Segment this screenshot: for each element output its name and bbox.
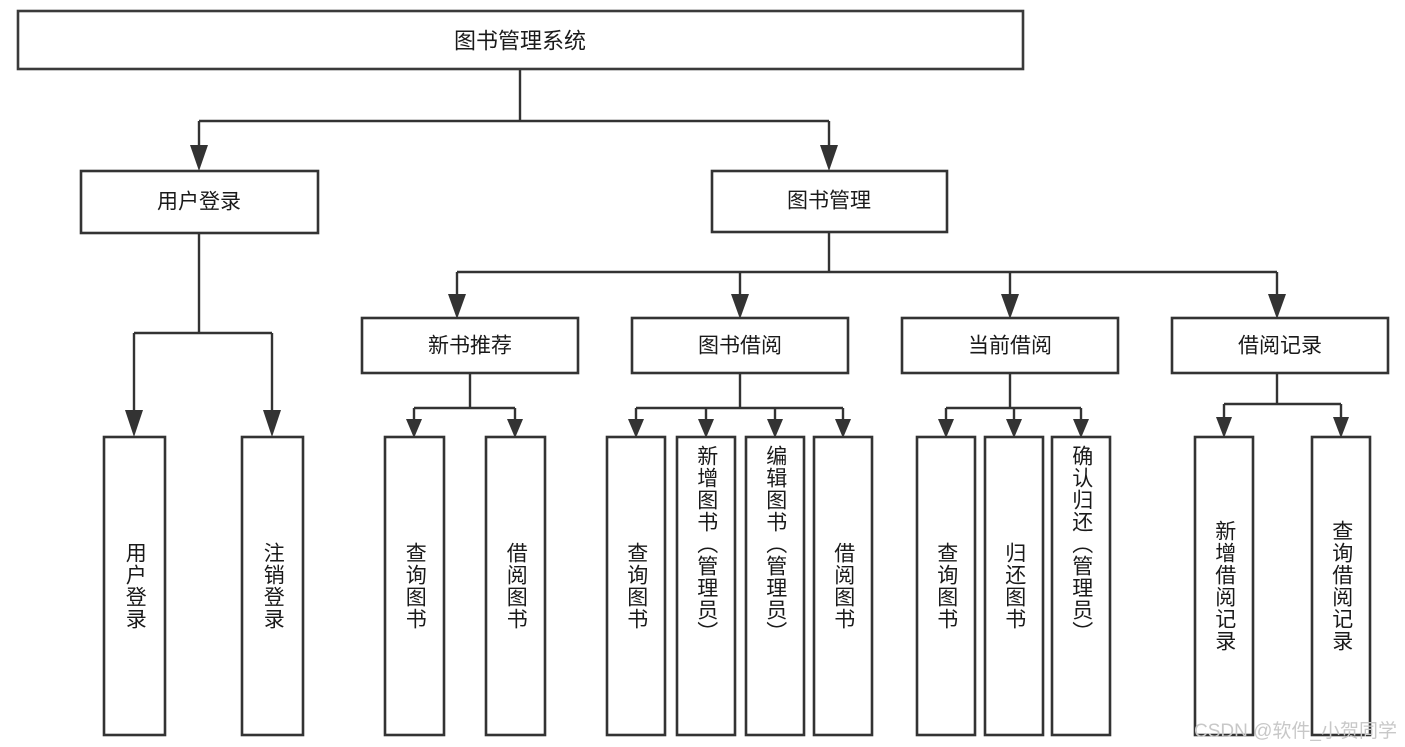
node-user-login[interactable]: 用户登录	[79, 169, 320, 235]
arrow-to-borrow-record-icon	[1268, 294, 1286, 319]
node-root[interactable]: 图书管理系统	[16, 9, 1025, 71]
arrow-to-book-mgmt-icon	[820, 145, 838, 171]
node-borrow-record-label: 借阅记录	[1238, 335, 1322, 358]
node-borrow-record-box[interactable]	[1170, 316, 1390, 375]
node-book-borrow[interactable]: 图书借阅	[630, 316, 850, 375]
node-new-book-recommend-label: 新书推荐	[428, 335, 512, 358]
leaf-box-logout[interactable]	[240, 435, 305, 737]
arrow-user-login-child-1-icon	[125, 410, 143, 437]
arrowhead-layer	[125, 145, 1349, 438]
node-user-login-box[interactable]	[79, 169, 320, 235]
arrow-to-current-borrow-icon	[1001, 294, 1019, 319]
leaf-box-layer	[102, 435, 1372, 737]
arrow-borrow-book-child-3-icon	[767, 419, 783, 438]
arrow-to-user-login-icon	[190, 145, 208, 171]
leaf-box-confirm-return-admin[interactable]	[1050, 435, 1112, 737]
node-book-borrow-box[interactable]	[630, 316, 850, 375]
leaf-box-edit-book-admin[interactable]	[744, 435, 806, 737]
leaf-box-add-book-admin[interactable]	[675, 435, 737, 737]
arrow-to-borrow-book-icon	[731, 294, 749, 319]
arrow-borrow-book-child-2-icon	[698, 419, 714, 438]
arrow-current-borrow-child-2-icon	[1006, 419, 1022, 438]
node-root-label: 图书管理系统	[454, 29, 586, 54]
node-book-borrow-label: 图书借阅	[698, 335, 782, 358]
arrow-user-login-child-2-icon	[263, 410, 281, 437]
node-current-borrow[interactable]: 当前借阅	[900, 316, 1120, 375]
leaf-box-query-book-c[interactable]	[915, 435, 977, 737]
leaf-box-add-borrow-record[interactable]	[1193, 435, 1255, 737]
node-borrow-record[interactable]: 借阅记录	[1170, 316, 1390, 375]
node-book-management-box[interactable]	[710, 169, 949, 234]
node-new-book-recommend-box[interactable]	[360, 316, 580, 375]
node-new-book-recommend[interactable]: 新书推荐	[360, 316, 580, 375]
arrow-borrow-record-child-1-icon	[1216, 417, 1232, 438]
leaf-box-return-book[interactable]	[983, 435, 1045, 737]
arrow-new-book-child-1-icon	[406, 419, 422, 438]
arrow-borrow-book-child-1-icon	[628, 419, 644, 438]
node-root-box[interactable]	[16, 9, 1025, 71]
node-user-login-label: 用户登录	[157, 191, 241, 214]
connector-layer	[132, 69, 1343, 419]
arrow-current-borrow-child-1-icon	[938, 419, 954, 438]
arrow-new-book-child-2-icon	[507, 419, 523, 438]
leaf-box-query-borrow-record[interactable]	[1310, 435, 1372, 737]
arrow-borrow-record-child-2-icon	[1333, 417, 1349, 438]
leaf-box-user-login[interactable]	[102, 435, 167, 737]
arrow-current-borrow-child-3-icon	[1073, 419, 1089, 438]
node-current-borrow-label: 当前借阅	[968, 335, 1052, 358]
node-book-management[interactable]: 图书管理	[710, 169, 949, 234]
node-book-management-label: 图书管理	[787, 190, 871, 213]
arrow-borrow-book-child-4-icon	[835, 419, 851, 438]
leaf-box-borrow-book-a[interactable]	[484, 435, 547, 737]
arrow-to-new-book-icon	[448, 294, 466, 319]
node-current-borrow-box[interactable]	[900, 316, 1120, 375]
leaf-box-query-book-a[interactable]	[383, 435, 446, 737]
leaf-box-query-book-b[interactable]	[605, 435, 667, 737]
leaf-box-borrow-book-b[interactable]	[812, 435, 874, 737]
